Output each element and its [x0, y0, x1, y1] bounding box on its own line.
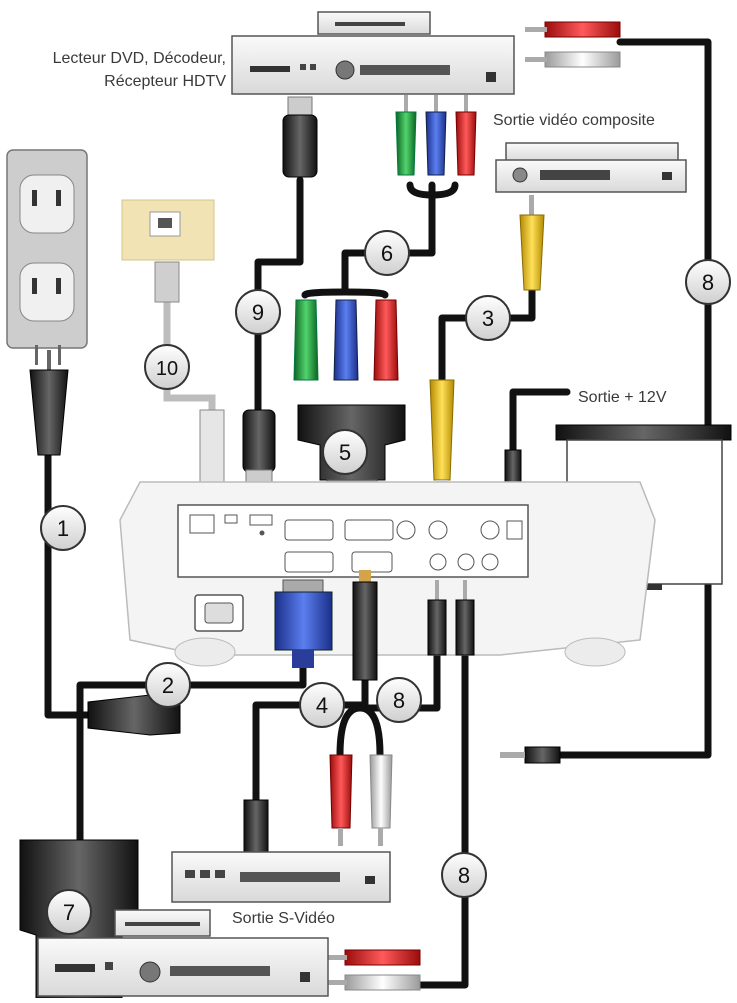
component-plugs-bottom [293, 299, 399, 381]
composite-plug-bottom [429, 379, 455, 494]
callout-7: 7 [46, 889, 92, 935]
callout-4: 4 [299, 682, 345, 728]
power-cable [44, 451, 92, 719]
label-dvd-line2: Récepteur HDTV [104, 73, 226, 90]
audio-plugs-middle [329, 754, 393, 846]
label-dvd-line1: Lecteur DVD, Décodeur, [52, 50, 226, 67]
audio-jack-right [500, 746, 561, 764]
svg-text:9: 9 [252, 300, 264, 325]
network-wall-jack [121, 199, 215, 261]
network-plug-top [154, 261, 180, 303]
callout-3: 3 [465, 295, 511, 341]
svg-text:8: 8 [393, 688, 405, 713]
power-plug [29, 345, 69, 456]
hdmi-plug-bottom [242, 409, 276, 493]
dvd-player-top [231, 11, 515, 95]
svg-text:4: 4 [316, 693, 328, 718]
callout-9: 9 [235, 289, 281, 335]
trigger-cable [509, 388, 571, 454]
svg-text:8: 8 [458, 863, 470, 888]
svideo-device [171, 851, 391, 903]
svg-text:1: 1 [57, 516, 69, 541]
svg-text:10: 10 [156, 358, 178, 380]
dvd-player-bottom [37, 909, 329, 997]
svideo-plug-projector [352, 570, 378, 681]
audio-cable-right [551, 38, 712, 759]
callout-8-right: 8 [685, 259, 731, 305]
vga-plug-projector [274, 579, 333, 668]
callout-8-middle: 8 [376, 677, 422, 723]
audio-split [356, 704, 384, 759]
network-plug-bottom [199, 409, 225, 493]
vga-cable [76, 661, 307, 884]
composite-device [495, 142, 687, 193]
callout-badges: 1 2 3 4 5 6 7 8 8 8 9 10 [40, 230, 731, 935]
svg-text:3: 3 [482, 306, 494, 331]
component-split-low [301, 288, 389, 299]
audio-plugs-top-right [525, 21, 621, 68]
component-plugs-top [395, 95, 477, 176]
hdmi-plug-top [282, 96, 318, 178]
callout-2: 2 [145, 662, 191, 708]
callout-10: 10 [144, 344, 190, 390]
callout-8-bottom: 8 [441, 852, 487, 898]
svg-text:2: 2 [162, 673, 174, 698]
audio-plugs-projector [427, 580, 475, 656]
hdmi-cable [254, 176, 304, 414]
wall-outlet [6, 149, 88, 349]
composite-plug-top [519, 195, 545, 291]
callout-1: 1 [40, 505, 86, 551]
svg-text:7: 7 [63, 900, 75, 925]
callout-5: 5 [322, 429, 368, 475]
audio-plugs-bottom [325, 949, 421, 991]
audio-cable-bottom [416, 651, 469, 989]
label-svideo-output: Sortie S-Vidéo [232, 910, 335, 927]
svg-text:5: 5 [339, 440, 351, 465]
svg-text:8: 8 [702, 270, 714, 295]
callout-6: 6 [364, 230, 410, 276]
label-12v-output: Sortie + 12V [578, 389, 667, 406]
component-split-high [406, 181, 459, 199]
projector [119, 481, 656, 667]
label-composite-output: Sortie vidéo composite [493, 112, 655, 129]
svg-text:6: 6 [381, 241, 393, 266]
